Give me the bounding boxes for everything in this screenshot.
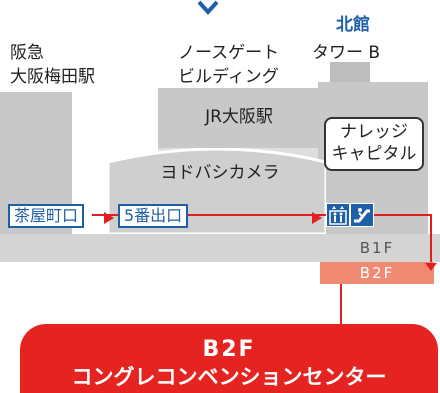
tower-b-label: タワー B bbox=[312, 43, 381, 63]
hankyu-label-line1: 阪急 bbox=[10, 43, 44, 63]
hankyu-label-line2: 大阪梅田駅 bbox=[10, 67, 95, 87]
b2-floor-label: B2F bbox=[359, 264, 395, 282]
yodobashi-label: ヨドバシカメラ bbox=[160, 163, 280, 183]
knowledge-capital-label-line2: キャピタル bbox=[331, 144, 417, 164]
route-arrow-icon bbox=[425, 256, 437, 271]
route-line-right-vertical bbox=[430, 214, 432, 262]
jr-osaka-building bbox=[158, 88, 320, 148]
route-arrow-icon bbox=[312, 209, 322, 224]
arrow-down-icon bbox=[195, 0, 221, 18]
northgate-label-line1: ノースゲート bbox=[178, 43, 280, 63]
route-line-down bbox=[340, 284, 342, 326]
route-line-horizontal bbox=[92, 214, 432, 216]
jr-osaka-label: JR大阪駅 bbox=[205, 107, 273, 127]
northgate-label-line2: ビルディング bbox=[178, 67, 279, 87]
b1-floor-label: B1F bbox=[359, 239, 395, 257]
knowledge-capital-label-line1: ナレッジ bbox=[340, 122, 408, 142]
exit-5-label: 5番出口 bbox=[118, 204, 189, 228]
b2-floor-box bbox=[320, 262, 434, 284]
destination-name: コングレコンベンションセンター bbox=[71, 365, 387, 389]
destination-floor: B2F bbox=[202, 337, 256, 362]
knowledge-capital-box: ナレッジ キャピタル bbox=[324, 117, 424, 171]
b1-band bbox=[0, 234, 440, 262]
destination-banner: B2F コングレコンベンションセンター bbox=[20, 324, 438, 393]
exit-chayamachi-label: 茶屋町口 bbox=[8, 204, 85, 228]
north-building-label: 北館 bbox=[336, 15, 370, 35]
escalator-icon bbox=[350, 203, 374, 227]
elevator-icon bbox=[326, 203, 350, 227]
route-arrow-icon bbox=[104, 209, 114, 224]
